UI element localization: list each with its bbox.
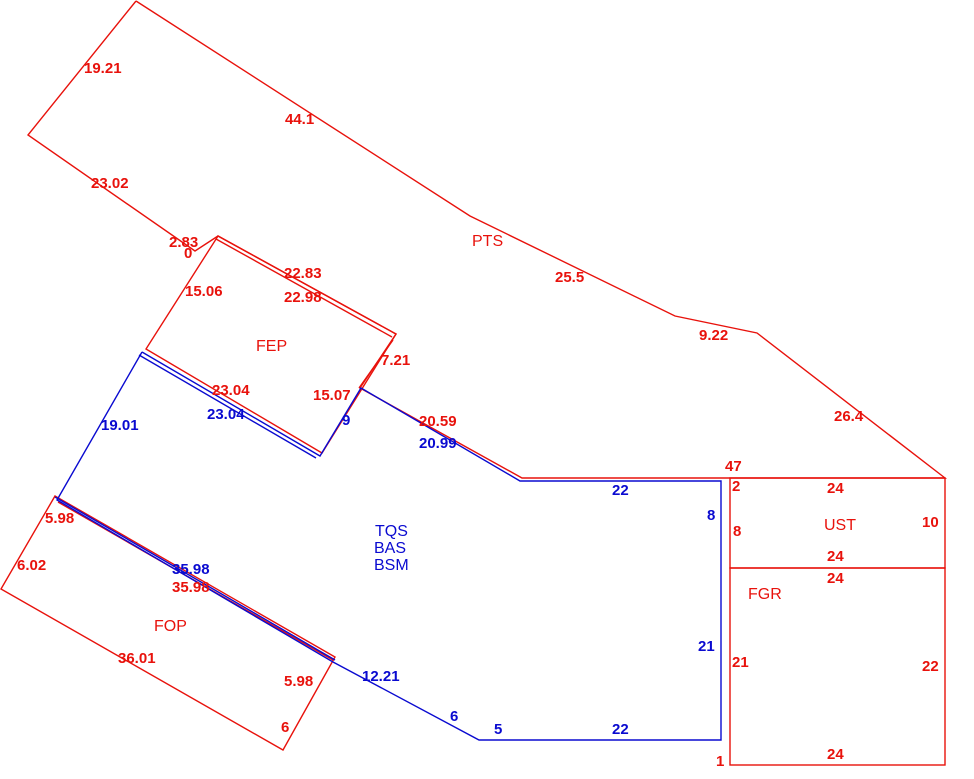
tqs-fop-edge	[54, 496, 336, 661]
dim-pts-mid: 25.5	[555, 269, 584, 286]
dim-fop-six: 6	[281, 719, 289, 736]
dim-fep-right: 7.21	[381, 352, 410, 369]
dim-fgr-right: 22	[922, 658, 939, 675]
dim-fop-left: 6.02	[17, 557, 46, 574]
dim-pts-top: 44.1	[285, 111, 314, 128]
dim-tqs-bottom: 22	[612, 721, 629, 738]
zone-label-ust: UST	[824, 517, 856, 534]
dim-pts-small: 2.83	[169, 234, 198, 251]
zone-label-fgr: FGR	[748, 586, 782, 603]
dim-ust-left: 8	[733, 523, 741, 540]
dim-tqs-lower-diag: 12.21	[362, 668, 400, 685]
dim-fgr-bottom: 24	[827, 746, 844, 763]
dim-fop-top: 35.98	[172, 579, 210, 596]
dim-tqs-short: 9	[342, 412, 350, 429]
fgr-outline	[729, 567, 946, 766]
dim-pts-zero: 0	[184, 245, 192, 262]
dim-fgr-top: 24	[827, 570, 844, 587]
pts-outline	[26, 0, 948, 479]
dim-diag-blue: 20.99	[419, 435, 457, 452]
dim-ust-top: 24	[827, 480, 844, 497]
dim-fep-bottom: 23.04	[212, 382, 250, 399]
dim-tqs-top: 22	[612, 482, 629, 499]
dim-pts-right1: 9.22	[699, 327, 728, 344]
dim-tqs-right-lower: 21	[698, 638, 715, 655]
dim-diag-red: 20.59	[419, 413, 457, 430]
zone-label-bas: BAS	[374, 540, 406, 557]
fop-outline	[0, 495, 336, 751]
zone-label-pts: PTS	[472, 233, 503, 250]
dim-fgr-left: 21	[732, 654, 749, 671]
dim-ust-left-top: 2	[732, 478, 740, 495]
dim-fep-right-inner: 15.07	[313, 387, 351, 404]
dim-tqs-right-upper: 8	[707, 507, 715, 524]
dim-pts-right2: 26.4	[834, 408, 864, 425]
dim-fop-top-left: 5.98	[45, 510, 74, 527]
zone-label-fep: FEP	[256, 338, 287, 355]
dim-tqs-upper-left: 19.01	[101, 417, 139, 434]
dim-pts-top-left: 19.21	[84, 60, 122, 77]
dim-tqs-six: 6	[450, 708, 458, 725]
dim-pts-left-lower: 23.02	[91, 175, 129, 192]
dim-fop-right: 5.98	[284, 673, 313, 690]
dim-fgr-one: 1	[716, 753, 724, 770]
tqs-inner-edge	[138, 354, 317, 459]
dim-tqs-fop-edge: 35.98	[172, 561, 210, 578]
dim-tqs-fep-edge: 23.04	[207, 406, 245, 423]
zone-label-tqs: TQS	[375, 523, 408, 540]
dim-ust-right: 10	[922, 514, 939, 531]
tqs-outline	[56, 351, 722, 741]
dim-fep-top-a: 22.83	[284, 265, 322, 282]
fep-right-inner-edge	[358, 339, 394, 389]
zone-label-fop: FOP	[154, 618, 187, 635]
zone-label-bsm: BSM	[374, 557, 409, 574]
fep-inner-edge	[215, 238, 393, 338]
dim-fop-bottom: 36.01	[118, 650, 156, 667]
dim-pts-bottom: 47	[725, 458, 742, 475]
dim-ust-bottom: 24	[827, 548, 844, 565]
dim-fep-top-b: 22.98	[284, 289, 322, 306]
dim-fep-left: 15.06	[185, 283, 223, 300]
dim-tqs-five: 5	[494, 721, 502, 738]
